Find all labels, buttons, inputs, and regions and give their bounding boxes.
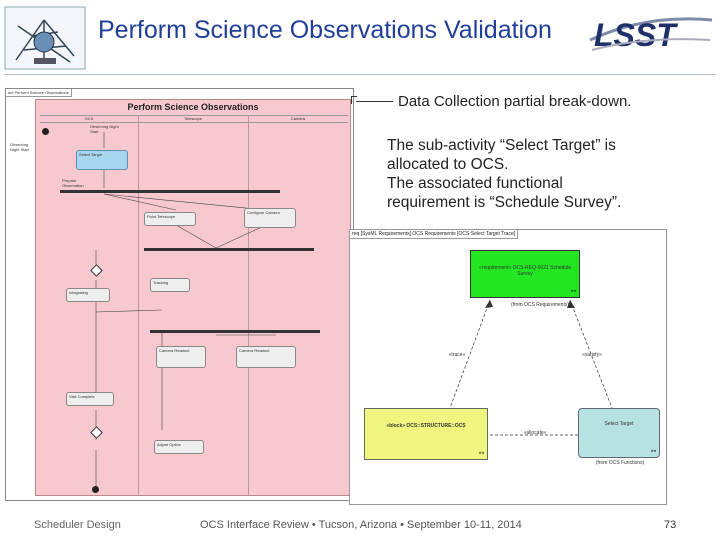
lane-camera: Camera (248, 115, 348, 123)
activity-title: Select Target (604, 421, 634, 427)
fork-bar (60, 190, 280, 193)
requirement-relations (449, 299, 613, 436)
block-icon: ⚯ (478, 451, 484, 457)
requirement-source-note: (from OCS Requirements) (510, 302, 570, 308)
activity-visit-complete: Visit Complete (66, 392, 114, 406)
activity-swimlane-area: Perform Science Observations OCS Telesco… (10, 99, 351, 496)
fork-bar-2 (150, 330, 320, 333)
lane-telescope: Telescope (138, 115, 248, 123)
prepare-label: Prepare Observation (62, 178, 84, 188)
activity-diagram: act Perform Science Observations Perform… (5, 88, 354, 501)
activity-select-target: Select Target (76, 150, 128, 170)
activity-icon: ⚯ (650, 449, 656, 455)
activity-readout: Camera Readout (156, 346, 206, 368)
allocate-label: «allocate» (523, 430, 547, 436)
req-frame-tab: req [SysML Requirements] OCS Requirement… (350, 230, 519, 239)
join-bar (144, 248, 314, 251)
callout-line: requirement is “Schedule Survey”. (387, 194, 622, 211)
activity-point-telescope: Point Telescope (144, 212, 196, 226)
callout-heading: Data Collection partial break-down. (398, 93, 632, 110)
footer-left-text: Scheduler Design (34, 519, 121, 531)
trace-label: «trace» (448, 352, 466, 358)
activity-source-note: (from OCS Functions) (595, 460, 645, 466)
satisfy-label: «satisfy» (582, 352, 602, 358)
activity-camera-readout: Camera Readout (236, 346, 296, 368)
requirement-icon: ⚯ (570, 289, 576, 295)
activity-title: Perform Science Observations (127, 102, 259, 112)
lsst-logo-icon: LSST (589, 17, 713, 53)
telescope-logo-icon (4, 6, 86, 70)
start-label: Observing Night Start (10, 142, 29, 152)
requirement-title: «requirement» OCS-REQ-0021 Schedule Surv… (479, 265, 571, 277)
requirements-diagram: req [SysML Requirements] OCS Requirement… (349, 229, 667, 505)
block-ocs-structure: «block» OCS::STRUCTURE::OCS ⚯ (364, 408, 488, 460)
page-title: Perform Science Observations Validation (98, 16, 552, 44)
activity-configure-camera: Configure Camera (244, 208, 296, 228)
header-divider (4, 74, 716, 75)
activity-adjust-optics: Adjust Optics (154, 440, 204, 454)
lane-ocs: OCS (40, 115, 138, 123)
activity-select-target-allocated: Select Target ⚯ (578, 408, 660, 458)
block-title: «block» OCS::STRUCTURE::OCS (386, 423, 466, 429)
callout-line: allocated to OCS. (387, 156, 509, 173)
start-label-top: Observing Night Start (90, 124, 119, 134)
callout-connector (356, 101, 393, 102)
activity-frame-tab: act Perform Science Observations (6, 89, 72, 97)
initial-node (42, 128, 49, 135)
callout-bracket (351, 96, 357, 104)
callout-line: The sub-activity “Select Target” is (387, 137, 616, 154)
page-number: 73 (664, 519, 677, 531)
final-node (92, 486, 99, 493)
lane-divider (248, 115, 249, 495)
footer-center-text: OCS Interface Review • Tucson, Arizona •… (200, 519, 522, 531)
requirement-schedule-survey: «requirement» OCS-REQ-0021 Schedule Surv… (470, 250, 580, 298)
lane-divider (138, 115, 139, 495)
activity-tracking: Tracking (150, 278, 190, 292)
lsst-logo-text: LSST (594, 17, 678, 53)
callout-line: The associated functional (387, 175, 563, 192)
activity-integrating: Integrating (66, 288, 110, 302)
callout-text: The sub-activity “Select Target” is allo… (387, 136, 717, 212)
